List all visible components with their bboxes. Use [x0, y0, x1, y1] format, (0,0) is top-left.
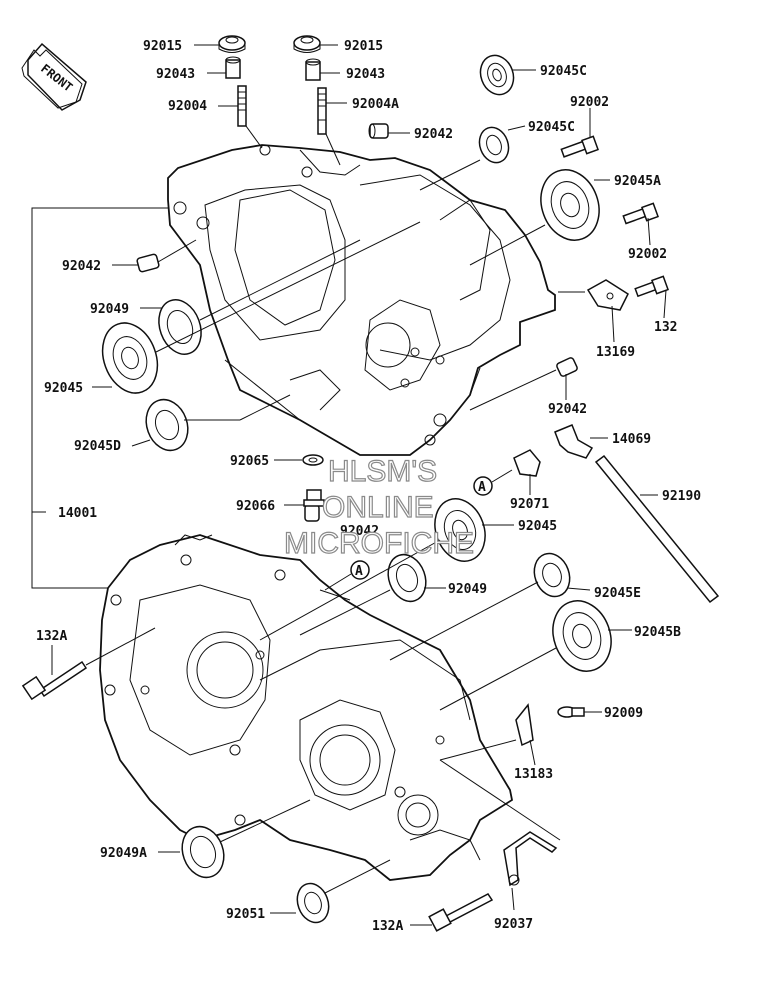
dowel-92042-right [556, 357, 578, 377]
watermark-line-1: HLSM'S [328, 455, 437, 488]
label-92042-top: 92042 [414, 127, 453, 142]
collar-92043-left [225, 56, 241, 79]
seal-92049A [181, 825, 225, 879]
nut-92015-left [218, 35, 246, 53]
label-92065: 92065 [230, 454, 269, 469]
front-arrow-icon: FRONT [21, 42, 87, 111]
fitting-14069 [554, 424, 594, 459]
nut-92015-right [293, 35, 321, 53]
stud-92004A [317, 87, 327, 135]
dowel-92042-left [136, 253, 160, 273]
bearing-92045B [552, 600, 612, 672]
svg-text:A: A [355, 564, 363, 579]
label-92045C-top: 92045C [540, 64, 587, 79]
label-13183: 13183 [514, 767, 553, 782]
upper-crankcase-half [167, 144, 556, 456]
label-92045-mid: 92045 [518, 519, 557, 534]
label-92049-left: 92049 [90, 302, 129, 317]
bolt-92002-top [560, 135, 599, 158]
label-92015-left: 92015 [143, 39, 182, 54]
marker-a-left: A [350, 560, 370, 580]
bolt-92009 [557, 706, 585, 718]
clamp-92037 [503, 831, 558, 887]
label-132: 132 [654, 320, 677, 335]
bearing-92045C-lower [478, 126, 510, 164]
seal-92051 [296, 882, 330, 924]
label-92071: 92071 [510, 497, 549, 512]
label-132A-left: 132A [36, 629, 67, 644]
bearing-92045-left [101, 322, 159, 394]
washer-92065 [302, 454, 324, 466]
label-92002-mid: 92002 [628, 247, 667, 262]
label-132A-bottom: 132A [372, 919, 403, 934]
bearing-92045C-top [479, 54, 515, 96]
plate-13169 [586, 279, 629, 311]
label-92004: 92004 [168, 99, 207, 114]
plate-13183 [515, 703, 534, 747]
bolt-132 [634, 275, 669, 298]
label-92049-mid: 92049 [448, 582, 487, 597]
label-92045C-lower: 92045C [528, 120, 575, 135]
watermark-line-2: ONLINE [322, 491, 434, 524]
dowel-92042-top [368, 123, 389, 139]
dowel-92042-mid [304, 504, 320, 522]
watermark: HLSM'S ONLINE MICROFICHE [283, 454, 474, 560]
label-92043-right: 92043 [346, 67, 385, 82]
label-92043-left: 92043 [156, 67, 195, 82]
collar-92043-right [305, 58, 321, 81]
bolt-132A-left [21, 660, 88, 701]
bearing-92045D [145, 398, 189, 452]
label-92045A: 92045A [614, 174, 661, 189]
bolt-132A-bottom [428, 893, 494, 932]
label-92009: 92009 [604, 706, 643, 721]
part-labels: 92015 92015 92043 92043 92004 92004A 920… [36, 39, 701, 934]
bolt-92002-mid [622, 202, 659, 225]
marker-a-right: A [473, 476, 493, 496]
svg-text:A: A [478, 480, 486, 495]
label-92042-right: 92042 [548, 402, 587, 417]
label-92066: 92066 [236, 499, 275, 514]
bearing-92045A [540, 169, 600, 241]
label-92004A: 92004A [352, 97, 399, 112]
label-92037: 92037 [494, 917, 533, 932]
grommet-92071 [513, 449, 541, 477]
watermark-line-3: MICROFICHE [284, 527, 474, 560]
stud-92004 [237, 85, 247, 127]
label-92045D: 92045D [74, 439, 121, 454]
hose-92190 [594, 454, 720, 604]
label-92049A: 92049A [100, 846, 147, 861]
label-92015-right: 92015 [344, 39, 383, 54]
label-14001: 14001 [58, 506, 97, 521]
bearing-92045E [533, 552, 571, 598]
label-92002-top: 92002 [570, 95, 609, 110]
label-13169: 13169 [596, 345, 635, 360]
label-92045B: 92045B [634, 625, 681, 640]
label-92045-left: 92045 [44, 381, 83, 396]
label-92042-left: 92042 [62, 259, 101, 274]
bearing-92045-mid [434, 498, 486, 562]
crankcase-bracket [31, 207, 170, 589]
label-92190: 92190 [662, 489, 701, 504]
label-14069: 14069 [612, 432, 651, 447]
plug-92066 [303, 489, 325, 507]
label-92051: 92051 [226, 907, 265, 922]
leader-lines [51, 44, 667, 926]
lower-crankcase-half [99, 534, 514, 881]
label-92042-mid: 92042 [340, 524, 379, 539]
seal-92049-left [158, 299, 202, 355]
seal-92049-mid [387, 553, 427, 603]
label-92045E: 92045E [594, 586, 641, 601]
